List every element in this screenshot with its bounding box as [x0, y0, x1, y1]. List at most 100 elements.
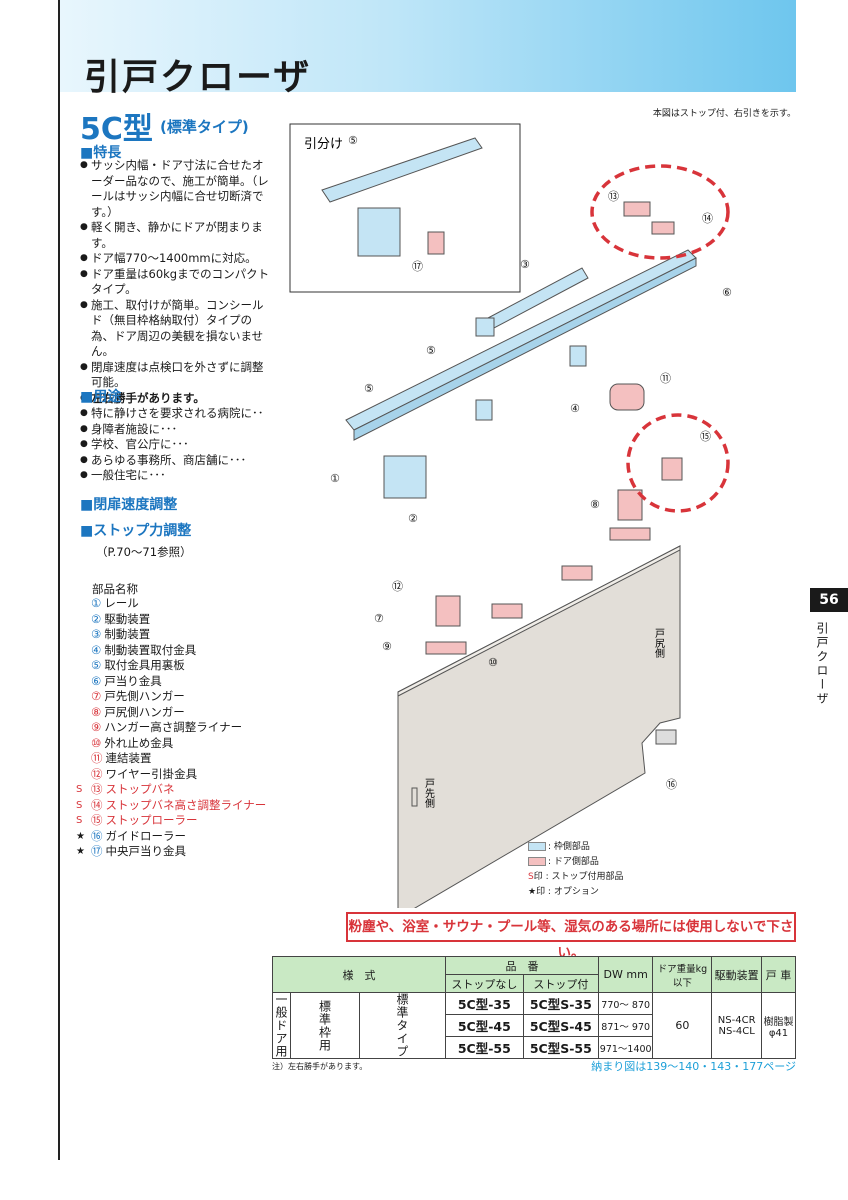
list-item: 身障者施設に･･･ [80, 422, 270, 438]
callout-number: ⑩ [488, 656, 498, 669]
stop-liner [651, 221, 675, 235]
diagram-note: 本図はストップ付、右引きを示す。 [652, 109, 796, 119]
callout-number: ⑭ [702, 212, 713, 225]
door-end-label: 戸尻側 [653, 628, 665, 658]
part-number: ⑭ [91, 797, 103, 812]
option-star-icon: ★ [76, 830, 85, 842]
part-label: 戸尻側ハンガー [104, 704, 185, 719]
side-section-label: 引戸クローザ [815, 622, 829, 706]
part-label: 制動装置 [104, 627, 151, 641]
part-label: 中央戸当り金具 [105, 844, 187, 858]
callout-number: ⑤ [364, 382, 374, 395]
table-header-wheel: 戸 車 [760, 956, 797, 993]
inset-frame [289, 123, 521, 293]
table-cell: 5C型S-35 [522, 992, 600, 1015]
stop-mark-icon: S [76, 799, 83, 811]
page-title: 引戸クローザ [84, 57, 312, 98]
connector-unit [609, 383, 645, 411]
part-label: ハンガー高さ調整ライナー [104, 720, 243, 734]
spec-table: 様 式 品 番 DW mm ドア重量kg 以下 駆動装置 戸 車 ストップなし … [272, 956, 797, 1059]
damper-bracket [475, 399, 493, 421]
part-label: 取付金具用裏板 [104, 658, 185, 672]
table-note: 注）左右勝手があります。 [272, 1062, 368, 1071]
legend-swatch-door [528, 857, 546, 866]
rear-hanger-liner [609, 527, 651, 541]
door-panel [397, 545, 681, 908]
stop-spring [623, 201, 651, 217]
stop-roller [661, 457, 683, 481]
option-star-icon: ★ [76, 846, 85, 857]
part-number: ⑫ [91, 766, 103, 781]
table-cell: 5C型-55 [445, 1036, 524, 1059]
callout-number: ⑰ [412, 260, 423, 273]
table-cell: 971〜1400 [597, 1036, 654, 1059]
part-number: ④ [91, 642, 102, 657]
uses-heading: ■用途 [80, 389, 122, 405]
table-cell: 60 [652, 992, 713, 1059]
closing-speed-heading: ■閉扉速度調整 [80, 497, 178, 513]
part-number: ⑰ [91, 844, 103, 858]
model-title: 5C型 [80, 112, 153, 147]
callout-number: ⑫ [392, 580, 403, 593]
front-hanger-liner [425, 641, 467, 655]
part-number: ⑮ [91, 813, 103, 827]
inset-bracket [427, 231, 445, 255]
features-heading: ■特長 [80, 145, 122, 161]
part-label: ワイヤー引掛金具 [105, 766, 198, 781]
part-number: ⑤ [91, 658, 102, 672]
stop-callout-ellipse [590, 164, 730, 260]
part-label: ストップローラー [105, 813, 198, 827]
list-item: 施工、取付けが簡単。コンシールド（無目枠格納取付）タイプの為、ドア周辺の美観を損… [80, 298, 270, 360]
table-header-style: 様 式 [272, 956, 446, 993]
list-item: 一般住宅に･･･ [80, 468, 270, 484]
stop-mark-icon: S [76, 815, 83, 826]
list-item: ドア幅770〜1400mmに対応。 [80, 251, 270, 267]
part-number: ⑨ [91, 720, 102, 734]
list-item: 左右勝手があります。 [80, 391, 270, 407]
table-header-no-stop: ストップなし [445, 974, 524, 993]
table-cell: NS-4CR NS-4CL [711, 992, 762, 1059]
table-cell: 標準枠用 [290, 992, 360, 1059]
part-label: 戸先側ハンガー [104, 689, 185, 703]
part-number: ③ [91, 627, 102, 641]
legend-door: : ドア側部品 [548, 857, 599, 867]
detent-bracket [491, 603, 523, 619]
rear-hanger [617, 489, 643, 521]
page-number-tab: 56 [810, 588, 848, 612]
part-label: レール [104, 596, 139, 610]
left-margin-rule [58, 0, 60, 1160]
callout-number: ⑦ [374, 612, 384, 625]
part-label: 駆動装置 [104, 611, 151, 626]
list-item: 軽く開き、静かにドアが閉まります。 [80, 220, 270, 251]
door-handle [411, 787, 418, 807]
list-item: サッシ内幅・ドア寸法に合せたオーダー品なので、施工が簡単。（レールはサッシ内幅に… [80, 158, 270, 220]
stop-callout-ellipse [626, 413, 730, 513]
part-number: ① [91, 596, 102, 610]
page-reference: （P.70〜71参照） [96, 545, 192, 559]
part-number: ⑩ [91, 735, 102, 750]
uses-list: 特に静けさを要求される病院に･･ 身障者施設に･･･ 学校、官公庁に･･･ あら… [80, 406, 270, 484]
table-cell: 5C型S-55 [522, 1036, 600, 1059]
part-number: ② [91, 611, 102, 626]
stop-force-heading: ■ストップ力調整 [80, 523, 192, 539]
list-item: 閉扉速度は点検口を外さずに調整可能。 [80, 360, 270, 391]
callout-number: ① [330, 472, 340, 485]
callout-number: ④ [570, 402, 580, 415]
callout-number: ⑧ [590, 498, 600, 511]
part-number: ⑬ [91, 782, 103, 796]
part-label: 制動装置取付金具 [104, 642, 197, 657]
table-header-stop: ストップ付 [522, 974, 600, 993]
callout-number: ⑮ [700, 430, 711, 443]
header-banner [60, 0, 796, 92]
